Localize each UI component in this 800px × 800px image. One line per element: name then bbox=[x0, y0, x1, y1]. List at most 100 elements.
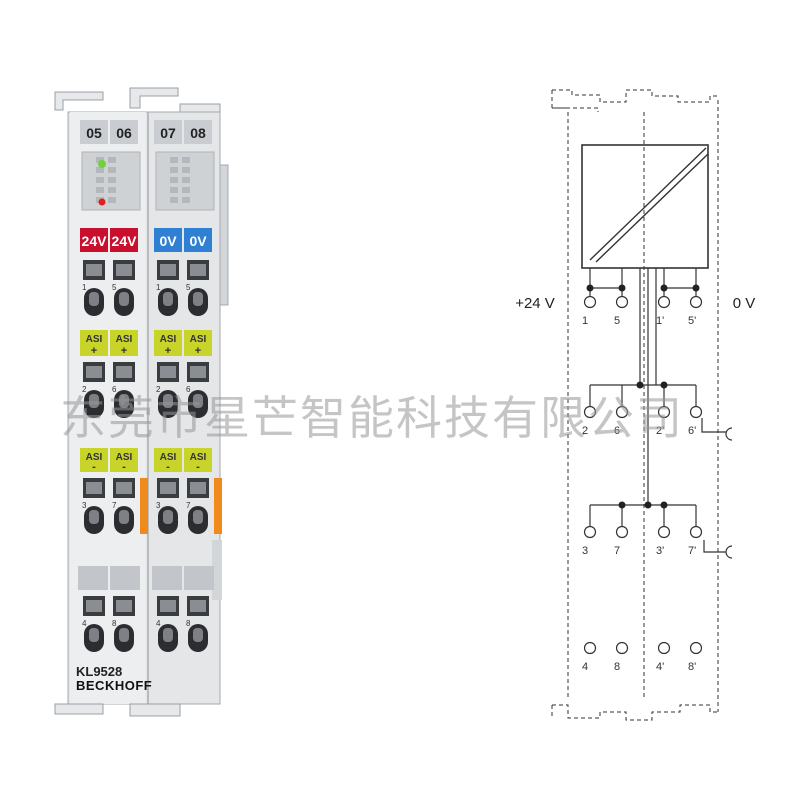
junction-dot bbox=[618, 501, 626, 509]
terminal-label: 5 bbox=[614, 315, 620, 327]
channel-label: 07 bbox=[160, 125, 176, 141]
asi-text: ASI bbox=[160, 452, 177, 463]
wire-entry-highlight bbox=[193, 394, 203, 408]
led-slot bbox=[108, 177, 116, 183]
asi-plus-label bbox=[80, 330, 108, 356]
wire-entry-highlight bbox=[89, 510, 99, 524]
supply-zero-label: 0 V bbox=[733, 295, 756, 312]
terminal-contact bbox=[689, 295, 703, 309]
asi-text: ASI bbox=[86, 334, 103, 345]
supply-label-bg bbox=[80, 228, 108, 252]
asi-sign: + bbox=[91, 345, 97, 357]
terminal-number: 2 bbox=[82, 385, 87, 394]
asi-text: ASI bbox=[116, 452, 133, 463]
supply-label-bg bbox=[110, 228, 138, 252]
wire-entry-highlight bbox=[89, 628, 99, 642]
terminal-label: 2' bbox=[656, 425, 664, 437]
led-slot bbox=[108, 157, 116, 163]
terminal-number: 3 bbox=[82, 501, 87, 510]
asi-text: ASI bbox=[160, 334, 177, 345]
terminal-clamp: 6 bbox=[112, 362, 135, 418]
wire-entry-highlight bbox=[89, 292, 99, 306]
supply-label: 0V bbox=[189, 233, 207, 249]
terminal-label: 6 bbox=[614, 425, 620, 437]
clamp-slot bbox=[86, 482, 102, 494]
terminal-number: 4 bbox=[82, 619, 87, 628]
shield-contact bbox=[725, 545, 733, 559]
clamp-slot bbox=[190, 600, 206, 612]
wire-entry-highlight bbox=[193, 510, 203, 524]
clamp-slot bbox=[116, 600, 132, 612]
wire-entry-highlight bbox=[193, 292, 203, 306]
terminal-contact bbox=[689, 641, 703, 655]
terminal-label: 2 bbox=[582, 425, 588, 437]
channel-label-bg bbox=[154, 120, 182, 144]
power-supply-box bbox=[581, 144, 709, 269]
terminal-label: 5' bbox=[688, 315, 696, 327]
error-led bbox=[98, 198, 106, 206]
supply-label: 24V bbox=[112, 233, 138, 249]
asi-sign: - bbox=[196, 461, 200, 473]
led-slot bbox=[108, 167, 116, 173]
brand-logo: BECKHOFF bbox=[76, 678, 152, 693]
side-contacts bbox=[219, 164, 229, 306]
supply-label: 24V bbox=[82, 233, 108, 249]
terminal-contact bbox=[615, 641, 629, 655]
terminal-number: 8 bbox=[186, 619, 191, 628]
supply-label: 0V bbox=[159, 233, 177, 249]
led-slot bbox=[170, 197, 178, 203]
bottom-rail-clip-right bbox=[129, 703, 181, 717]
model-label: KL9528 bbox=[76, 664, 122, 679]
junction-dot bbox=[660, 381, 668, 389]
junction-dot bbox=[660, 284, 668, 292]
terminal-number: 4 bbox=[156, 619, 161, 628]
junction-dot bbox=[644, 501, 652, 509]
asi-sign: - bbox=[166, 461, 170, 473]
clamp-slot bbox=[190, 366, 206, 378]
asi-sign: + bbox=[195, 345, 201, 357]
housing-outline-top-left bbox=[551, 90, 599, 112]
asi-minus-label bbox=[184, 448, 212, 472]
terminal-clamp: 1 bbox=[82, 260, 105, 316]
terminal-clamp: 4 bbox=[82, 596, 105, 652]
terminal-contact bbox=[689, 405, 703, 419]
led-slot bbox=[108, 197, 116, 203]
terminal-label: 6' bbox=[688, 425, 696, 437]
terminal-label: 7' bbox=[688, 545, 696, 557]
asi-labels: ASI+ASI-ASI+ASI-ASI+ASI-ASI+ASI- bbox=[80, 330, 212, 473]
terminal-contact bbox=[615, 405, 629, 419]
terminal-label: 4 bbox=[582, 661, 588, 673]
blank-label bbox=[152, 566, 182, 590]
asi-text: ASI bbox=[86, 452, 103, 463]
terminal-number: 5 bbox=[112, 283, 117, 292]
channel-label: 05 bbox=[86, 125, 102, 141]
shield-contact bbox=[725, 427, 733, 441]
clamp-slot bbox=[160, 264, 176, 276]
terminal-clamp: 7 bbox=[186, 478, 209, 534]
terminal-number: 5 bbox=[186, 283, 191, 292]
terminal-number: 1 bbox=[156, 283, 161, 292]
channel-label-bg bbox=[80, 120, 108, 144]
clamp-slot bbox=[160, 600, 176, 612]
terminal-clamp: 4 bbox=[156, 596, 179, 652]
terminal-label: 8' bbox=[688, 661, 696, 673]
asi-plus-label bbox=[154, 330, 182, 356]
supply-label-bg bbox=[184, 228, 212, 252]
asi-sign: + bbox=[121, 345, 127, 357]
channel-label: 08 bbox=[190, 125, 206, 141]
junction-dot bbox=[692, 284, 700, 292]
led-slot bbox=[96, 157, 104, 163]
asi-text: ASI bbox=[190, 334, 207, 345]
housing-outline-center bbox=[551, 112, 645, 718]
terminal-number: 7 bbox=[112, 501, 117, 510]
side-notch bbox=[212, 540, 222, 600]
asi-minus-label bbox=[80, 448, 108, 472]
terminal-label: 7 bbox=[614, 545, 620, 557]
channel-label-bg bbox=[110, 120, 138, 144]
clamp-slot bbox=[190, 482, 206, 494]
terminal-contact bbox=[657, 641, 671, 655]
